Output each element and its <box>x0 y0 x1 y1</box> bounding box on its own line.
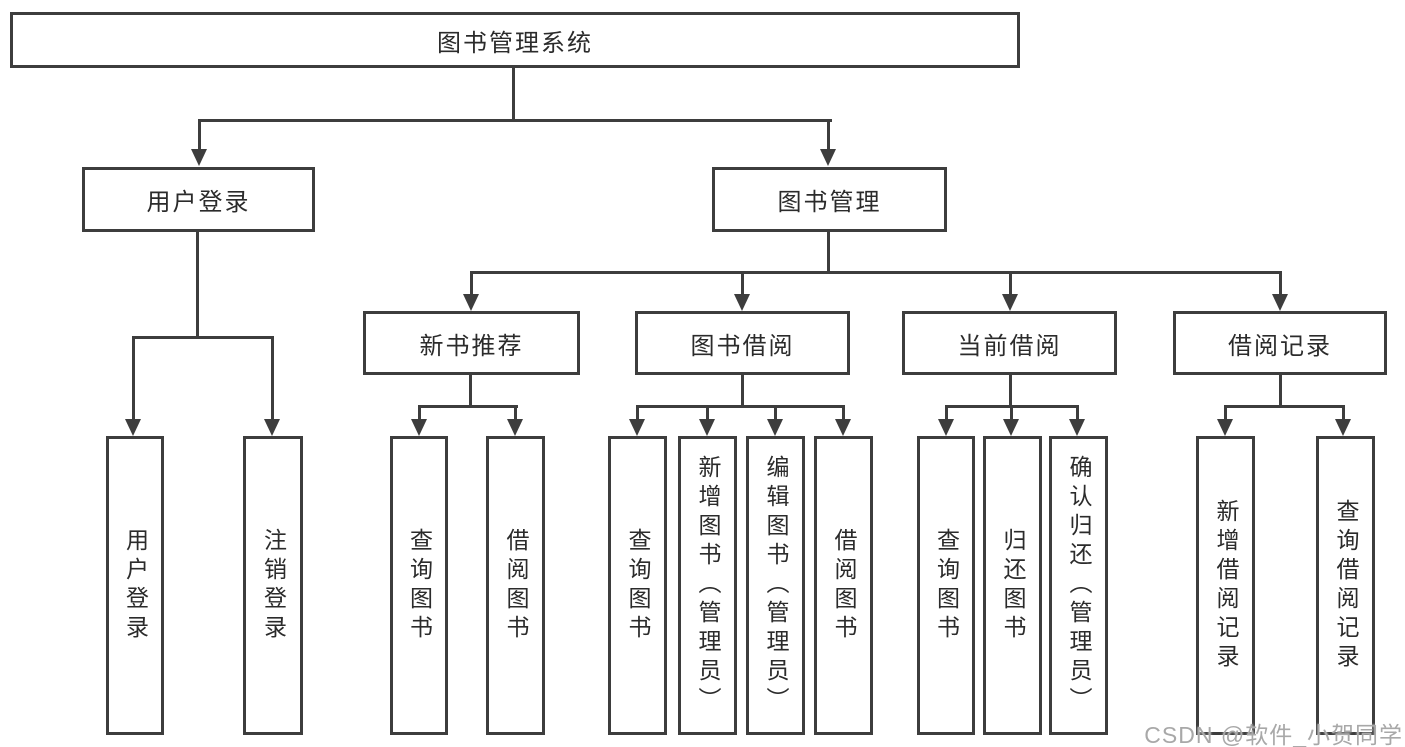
node-label: 借阅图书 <box>831 527 857 644</box>
node-leaf-borrow-books-borrow: 借阅图书 <box>814 436 873 735</box>
node-user-login: 用户登录 <box>82 167 315 232</box>
node-book-management: 图书管理 <box>712 167 947 232</box>
arrowhead-down <box>1217 419 1233 436</box>
node-leaf-query-books-borrow: 查询图书 <box>608 436 667 735</box>
node-leaf-edit-book-admin: 编辑图书（管理员） <box>746 436 805 735</box>
arrowhead-down <box>1003 419 1019 436</box>
connector-line <box>514 405 517 421</box>
node-label: 注销登录 <box>260 527 287 644</box>
node-label: 当前借阅 <box>957 332 1062 360</box>
node-leaf-add-borrow-record: 新增借阅记录 <box>1196 436 1255 735</box>
arrowhead-down <box>507 419 523 436</box>
node-new-book-recommend: 新书推荐 <box>363 311 580 375</box>
arrowhead-down <box>1272 294 1288 311</box>
connector-line <box>470 271 473 295</box>
connector-line <box>1009 271 1012 295</box>
connector-line <box>741 271 744 295</box>
connector-line <box>512 68 515 121</box>
node-leaf-borrow-books-recommend: 借阅图书 <box>486 436 545 735</box>
node-current-borrowing: 当前借阅 <box>902 311 1117 375</box>
node-label: 编辑图书（管理员） <box>763 455 789 716</box>
connector-line <box>636 405 639 421</box>
connector-line <box>1076 405 1079 421</box>
node-book-borrowing: 图书借阅 <box>635 311 850 375</box>
connector-line <box>706 405 709 421</box>
node-label: 查询借阅记录 <box>1333 498 1359 673</box>
node-label: 图书管理系统 <box>437 29 593 57</box>
arrowhead-down <box>938 419 954 436</box>
connector-line <box>741 375 744 408</box>
node-leaf-confirm-return-admin: 确认归还（管理员） <box>1049 436 1108 735</box>
arrowhead-down <box>191 149 207 166</box>
connector-line <box>1342 405 1345 421</box>
connector-line <box>418 405 518 408</box>
node-label: 借阅图书 <box>503 527 529 644</box>
node-label: 确认归还（管理员） <box>1066 455 1092 716</box>
node-label: 图书借阅 <box>690 332 795 360</box>
connector-line <box>470 271 1282 274</box>
node-borrowing-records: 借阅记录 <box>1173 311 1387 375</box>
connector-line <box>196 232 199 338</box>
node-label: 图书管理 <box>777 189 882 216</box>
node-label: 查询图书 <box>406 527 433 644</box>
node-leaf-query-borrow-record: 查询借阅记录 <box>1316 436 1375 735</box>
connector-line <box>842 405 845 421</box>
connector-line <box>1279 271 1282 295</box>
arrowhead-down <box>820 149 836 166</box>
arrowhead-down <box>1069 419 1085 436</box>
connector-line <box>1224 405 1227 421</box>
node-label: 新增借阅记录 <box>1213 498 1239 673</box>
connector-line <box>827 119 830 150</box>
connector-line <box>1009 375 1012 408</box>
arrowhead-down <box>734 294 750 311</box>
arrowhead-down <box>1002 294 1018 311</box>
node-leaf-query-books-current: 查询图书 <box>917 436 975 735</box>
connector-line <box>198 119 201 150</box>
node-label: 新增图书（管理员） <box>695 455 721 716</box>
connector-line <box>469 375 472 408</box>
connector-line <box>1010 405 1013 421</box>
connector-line <box>418 405 421 421</box>
connector-line <box>132 336 135 419</box>
arrowhead-down <box>1335 419 1351 436</box>
arrowhead-down <box>767 419 783 436</box>
node-label: 查询图书 <box>933 527 960 644</box>
arrowhead-down <box>629 419 645 436</box>
node-label: 借阅记录 <box>1228 332 1332 360</box>
connector-line <box>1279 375 1282 408</box>
connector-line <box>271 336 274 419</box>
node-label: 归还图书 <box>1000 527 1026 644</box>
node-label: 用户登录 <box>146 189 251 216</box>
connector-line <box>132 336 274 339</box>
node-label: 查询图书 <box>625 527 651 644</box>
connector-line <box>827 232 830 273</box>
node-leaf-return-book: 归还图书 <box>983 436 1042 735</box>
node-leaf-user-login: 用户登录 <box>106 436 164 735</box>
node-leaf-add-book-admin: 新增图书（管理员） <box>678 436 737 735</box>
arrowhead-down <box>699 419 715 436</box>
arrowhead-down <box>264 419 280 436</box>
arrowhead-down <box>411 419 427 436</box>
connector-line <box>945 405 948 421</box>
arrowhead-down <box>835 419 851 436</box>
connector-line <box>1224 405 1345 408</box>
connector-line <box>198 119 832 122</box>
connector-line <box>774 405 777 421</box>
connector-line <box>636 405 845 408</box>
watermark: CSDN @软件_小贺同学 <box>1144 722 1403 747</box>
node-label: 用户登录 <box>122 527 149 644</box>
node-leaf-logout: 注销登录 <box>243 436 303 735</box>
node-label: 新书推荐 <box>419 332 524 360</box>
node-library-management-system: 图书管理系统 <box>10 12 1020 68</box>
arrowhead-down <box>125 419 141 436</box>
arrowhead-down <box>463 294 479 311</box>
node-leaf-query-books-recommend: 查询图书 <box>390 436 448 735</box>
